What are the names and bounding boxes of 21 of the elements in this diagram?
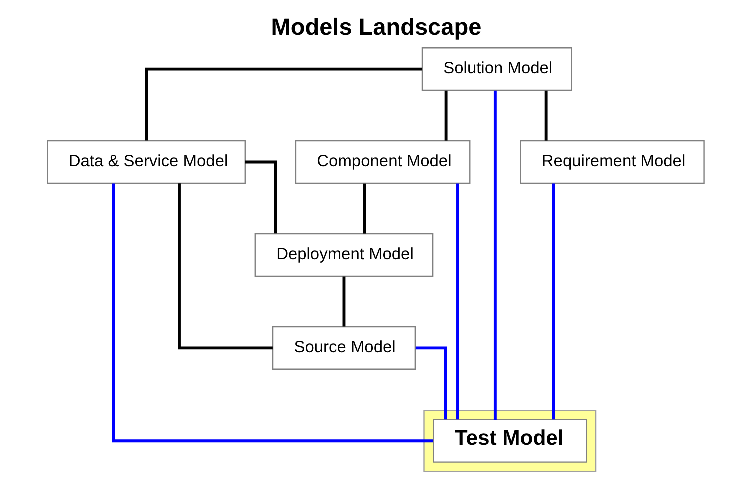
node-box: Component Model: [295, 140, 471, 184]
node-box: Requirement Model: [520, 140, 705, 184]
node-box: Source Model: [272, 326, 416, 370]
node-box: Test Model: [433, 419, 588, 463]
connector: [342, 276, 346, 327]
connector: [494, 90, 497, 420]
connector: [363, 184, 366, 234]
connector: [245, 160, 278, 234]
cluster: [424, 410, 597, 472]
connector: [178, 184, 273, 350]
connector: [416, 346, 448, 420]
connector: [145, 68, 422, 141]
diagram-title: Models Landscape: [271, 14, 482, 40]
node-box: Solution Model: [422, 48, 572, 92]
connector: [456, 184, 460, 420]
connector: [112, 184, 434, 443]
connector: [444, 90, 448, 141]
connector: [544, 90, 548, 141]
node-box: Data & Service Model: [47, 140, 246, 184]
connector: [552, 184, 556, 420]
node-box: Deployment Model: [254, 233, 434, 277]
